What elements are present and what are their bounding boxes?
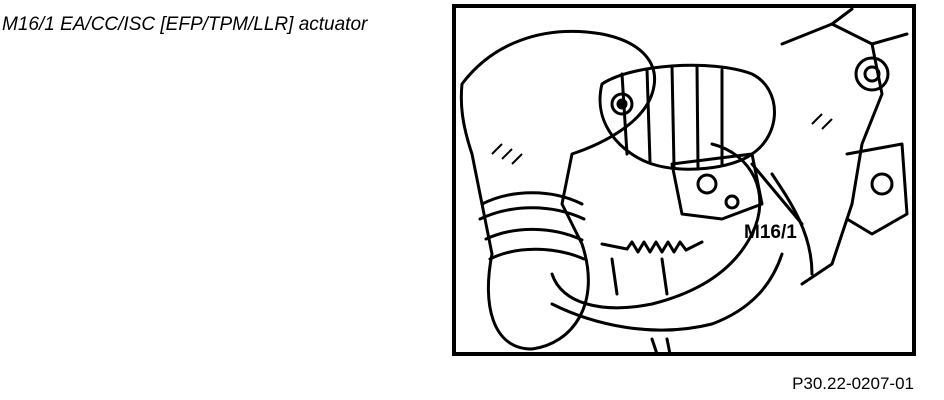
mounting-bracket [780,22,884,286]
actuator-body [670,152,764,221]
intake-pipe [459,29,657,351]
reference-code: P30.22-0207-01 [792,374,914,393]
engine-illustration: M16/1 [452,4,916,356]
figure-caption: M16/1 EA/CC/ISC [EFP/TPM/LLR] actuator [2,14,368,35]
callout-label: M16/1 [744,222,797,243]
return-spring [625,240,688,254]
figure-frame [452,4,916,356]
callout-leader [750,162,804,226]
